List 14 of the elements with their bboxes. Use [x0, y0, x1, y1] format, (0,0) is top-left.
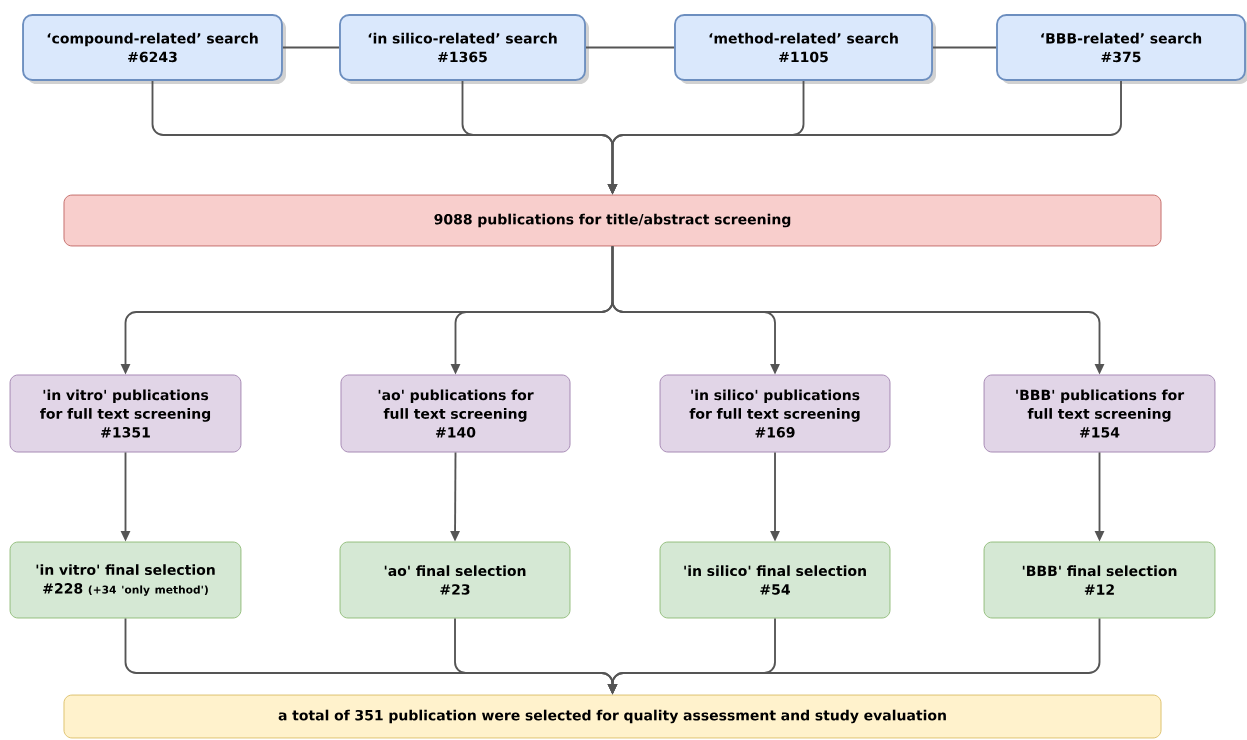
process-box: 'in vitro' final selection #228 (+34 'only method'): [9, 541, 242, 619]
process-box: 'ao' final selection #23: [339, 541, 571, 619]
process-box: 'ao' publications for full text screening #140: [340, 374, 571, 453]
process-box: 'in silico' publications for full text screening #169: [659, 374, 891, 453]
process-box: 'BBB' final selection #12: [983, 541, 1216, 619]
search-box: ‘in silico-related’ search #1365: [339, 14, 586, 81]
process-box: 'BBB' publications for full text screening #154: [983, 374, 1216, 453]
search-box: ‘BBB-related’ search #375: [996, 14, 1246, 81]
process-box: a total of 351 publication were selected for quality assessment and study evaluation: [63, 694, 1162, 739]
process-box: 9088 publications for title/abstract screening: [63, 194, 1162, 247]
search-box: ‘method-related’ search #1105: [674, 14, 933, 81]
search-box: ‘compound-related’ search #6243: [22, 14, 283, 81]
process-box: 'in vitro' publications for full text screening #1351: [9, 374, 242, 453]
process-box: 'in silico' final selection #54: [659, 541, 891, 619]
